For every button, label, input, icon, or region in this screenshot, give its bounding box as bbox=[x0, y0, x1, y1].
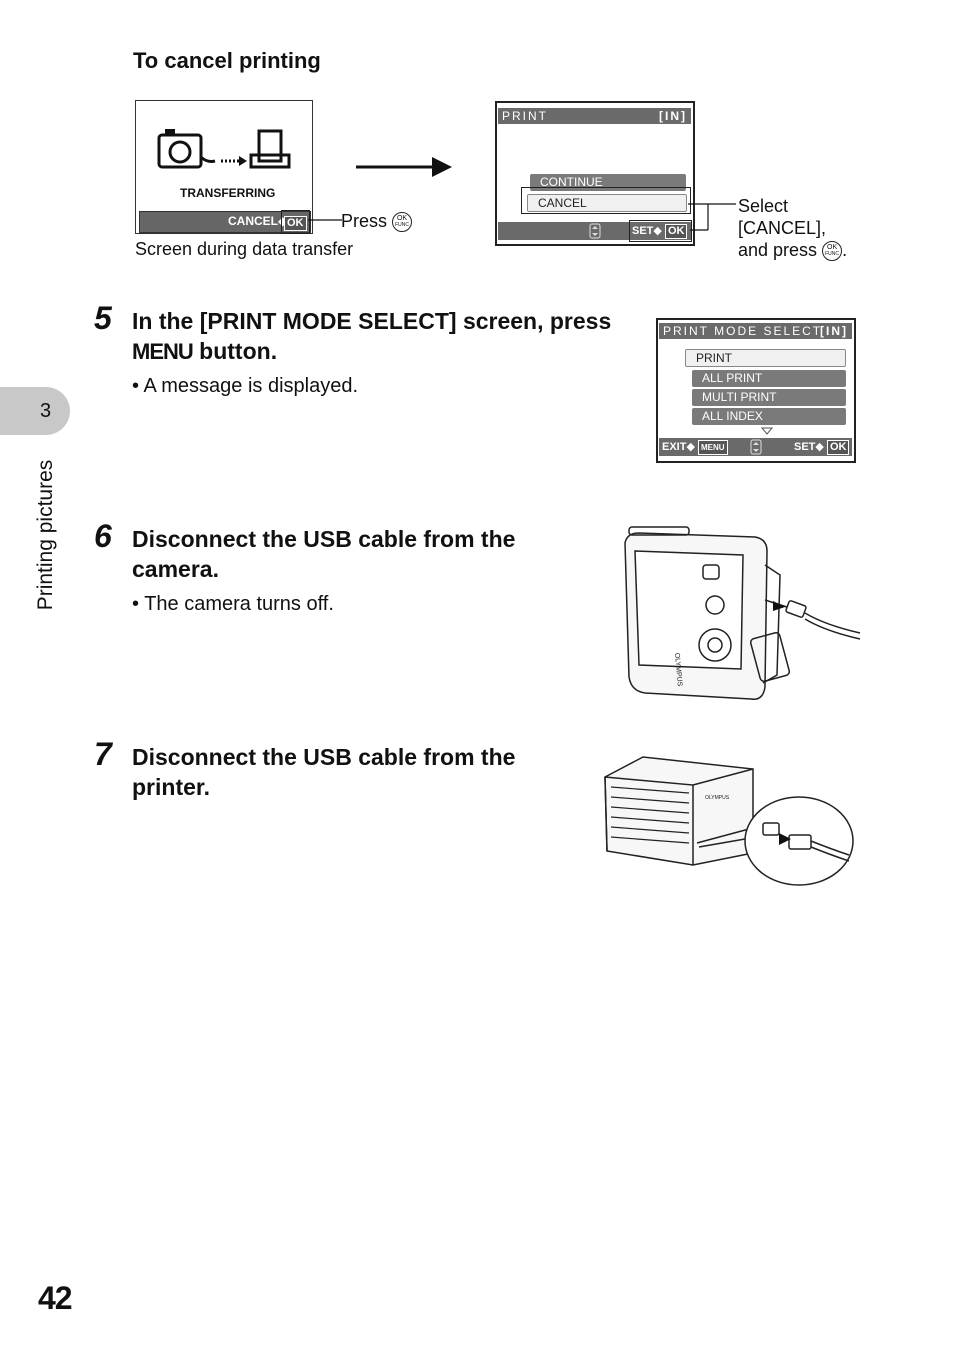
print-mode-title: PRINT MODE SELECT bbox=[663, 324, 823, 338]
set-ok-highlight bbox=[629, 220, 692, 242]
up-down-icon bbox=[750, 439, 762, 455]
camera-to-printer-icon bbox=[157, 129, 291, 169]
camera-brand: OLYMPUS bbox=[673, 653, 683, 688]
ok-button: OK bbox=[826, 440, 850, 455]
cancel-highlight bbox=[521, 187, 691, 214]
ok-button: OK bbox=[664, 224, 688, 239]
option-all-print[interactable]: ALL PRINT bbox=[692, 370, 846, 387]
option-all-index[interactable]: ALL INDEX bbox=[692, 408, 846, 425]
memory-indicator: [IN] bbox=[820, 324, 848, 338]
transfer-cancel-bar bbox=[139, 211, 311, 233]
step-bullet: A message is displayed. bbox=[143, 375, 359, 397]
up-down-icon bbox=[589, 223, 601, 239]
option-cancel[interactable]: CANCEL bbox=[527, 194, 687, 212]
callout-select: Select bbox=[738, 196, 789, 216]
step-title-cont: button. bbox=[199, 338, 278, 364]
step-number: 5 bbox=[94, 300, 112, 336]
menu-key: MENU bbox=[697, 440, 728, 455]
ok-button: OK bbox=[284, 216, 307, 231]
ok-func-icon bbox=[822, 241, 843, 262]
step-title-cont: camera. bbox=[132, 556, 219, 582]
printer-brand: OLYMPUS bbox=[705, 795, 730, 801]
menu-button-icon: MENU bbox=[132, 339, 194, 364]
option-print[interactable]: PRINT bbox=[685, 349, 846, 367]
transferring-status: TRANSFERRING bbox=[180, 186, 276, 200]
camera-usb-illustration: OLYMPUS bbox=[624, 526, 861, 700]
exit-label: EXIT bbox=[662, 441, 687, 453]
ok-button-highlight bbox=[281, 210, 310, 234]
set-label: SET bbox=[632, 225, 654, 237]
print-screen bbox=[495, 101, 695, 246]
chapter-title: Printing pictures bbox=[34, 459, 57, 611]
step-number: 7 bbox=[94, 736, 112, 772]
step-title: Disconnect the USB cable from the bbox=[132, 526, 516, 552]
step-title-cont: printer. bbox=[132, 774, 210, 800]
chapter-tab bbox=[0, 387, 70, 435]
arrow-icon: ◆ bbox=[278, 214, 288, 228]
step-number: 6 bbox=[94, 518, 112, 554]
section-heading: To cancel printing bbox=[133, 48, 321, 73]
option-multi-print[interactable]: MULTI PRINT bbox=[692, 389, 846, 406]
arrow-right-icon bbox=[356, 157, 452, 177]
callout-press: and press bbox=[738, 240, 818, 260]
print-screen-title: PRINT bbox=[502, 109, 548, 123]
printer-usb-illustration: OLYMPUS bbox=[604, 756, 854, 886]
ok-func-icon bbox=[392, 212, 413, 233]
option-continue[interactable]: CONTINUE bbox=[530, 174, 686, 191]
page-number: 42 bbox=[38, 1280, 73, 1316]
press-label: Press bbox=[341, 211, 388, 231]
cancel-label: CANCEL bbox=[228, 214, 278, 228]
set-label: SET bbox=[794, 441, 816, 453]
step-title: In the [PRINT MODE SELECT] screen, press bbox=[132, 308, 612, 334]
memory-indicator: [IN] bbox=[659, 109, 687, 123]
transfer-caption: Screen during data transfer bbox=[135, 239, 354, 259]
step-bullet: The camera turns off. bbox=[144, 593, 334, 615]
scroll-down-icon bbox=[761, 427, 773, 435]
chapter-number: 3 bbox=[40, 400, 52, 422]
callout-cancel: [CANCEL], bbox=[738, 218, 827, 238]
step-title: Disconnect the USB cable from the bbox=[132, 744, 516, 770]
